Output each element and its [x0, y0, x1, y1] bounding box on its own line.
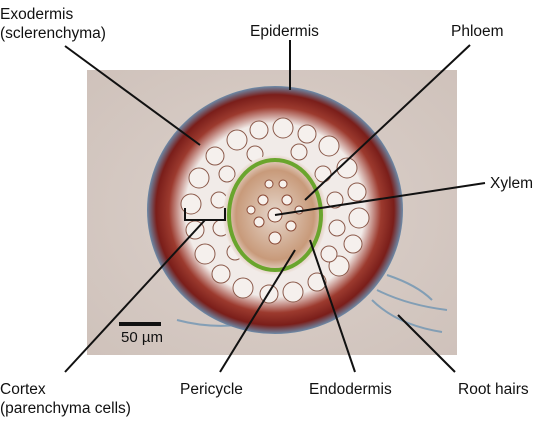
label-endodermis: Endodermis	[309, 381, 392, 398]
pericycle-outline	[227, 158, 323, 272]
xylem-leader	[274, 182, 486, 216]
label-cortex-line1: Cortex	[0, 381, 46, 398]
pericycle-leader	[219, 249, 296, 373]
label-epidermis: Epidermis	[250, 23, 319, 40]
label-exodermis-line2: (sclerenchyma)	[0, 25, 106, 42]
root-hairs-leader	[397, 314, 456, 373]
label-cortex: Cortex (parenchyma cells)	[0, 380, 131, 418]
label-exodermis: Exodermis (sclerenchyma)	[0, 5, 106, 43]
label-exodermis-line1: Exodermis	[0, 6, 74, 23]
label-xylem: Xylem	[490, 175, 534, 192]
scale-bar-label: 50 µm	[121, 329, 163, 346]
cortex-leader	[64, 219, 206, 373]
label-root-hairs: Root hairs	[458, 381, 529, 398]
label-pericycle: Pericycle	[180, 381, 243, 398]
phloem-leader	[304, 44, 471, 201]
micrograph	[87, 70, 457, 355]
label-phloem: Phloem	[451, 23, 504, 40]
root-cross-section-image	[87, 70, 457, 355]
exodermis-leader	[64, 45, 201, 146]
endodermis-leader	[309, 239, 356, 373]
label-cortex-line2: (parenchyma cells)	[0, 400, 131, 417]
